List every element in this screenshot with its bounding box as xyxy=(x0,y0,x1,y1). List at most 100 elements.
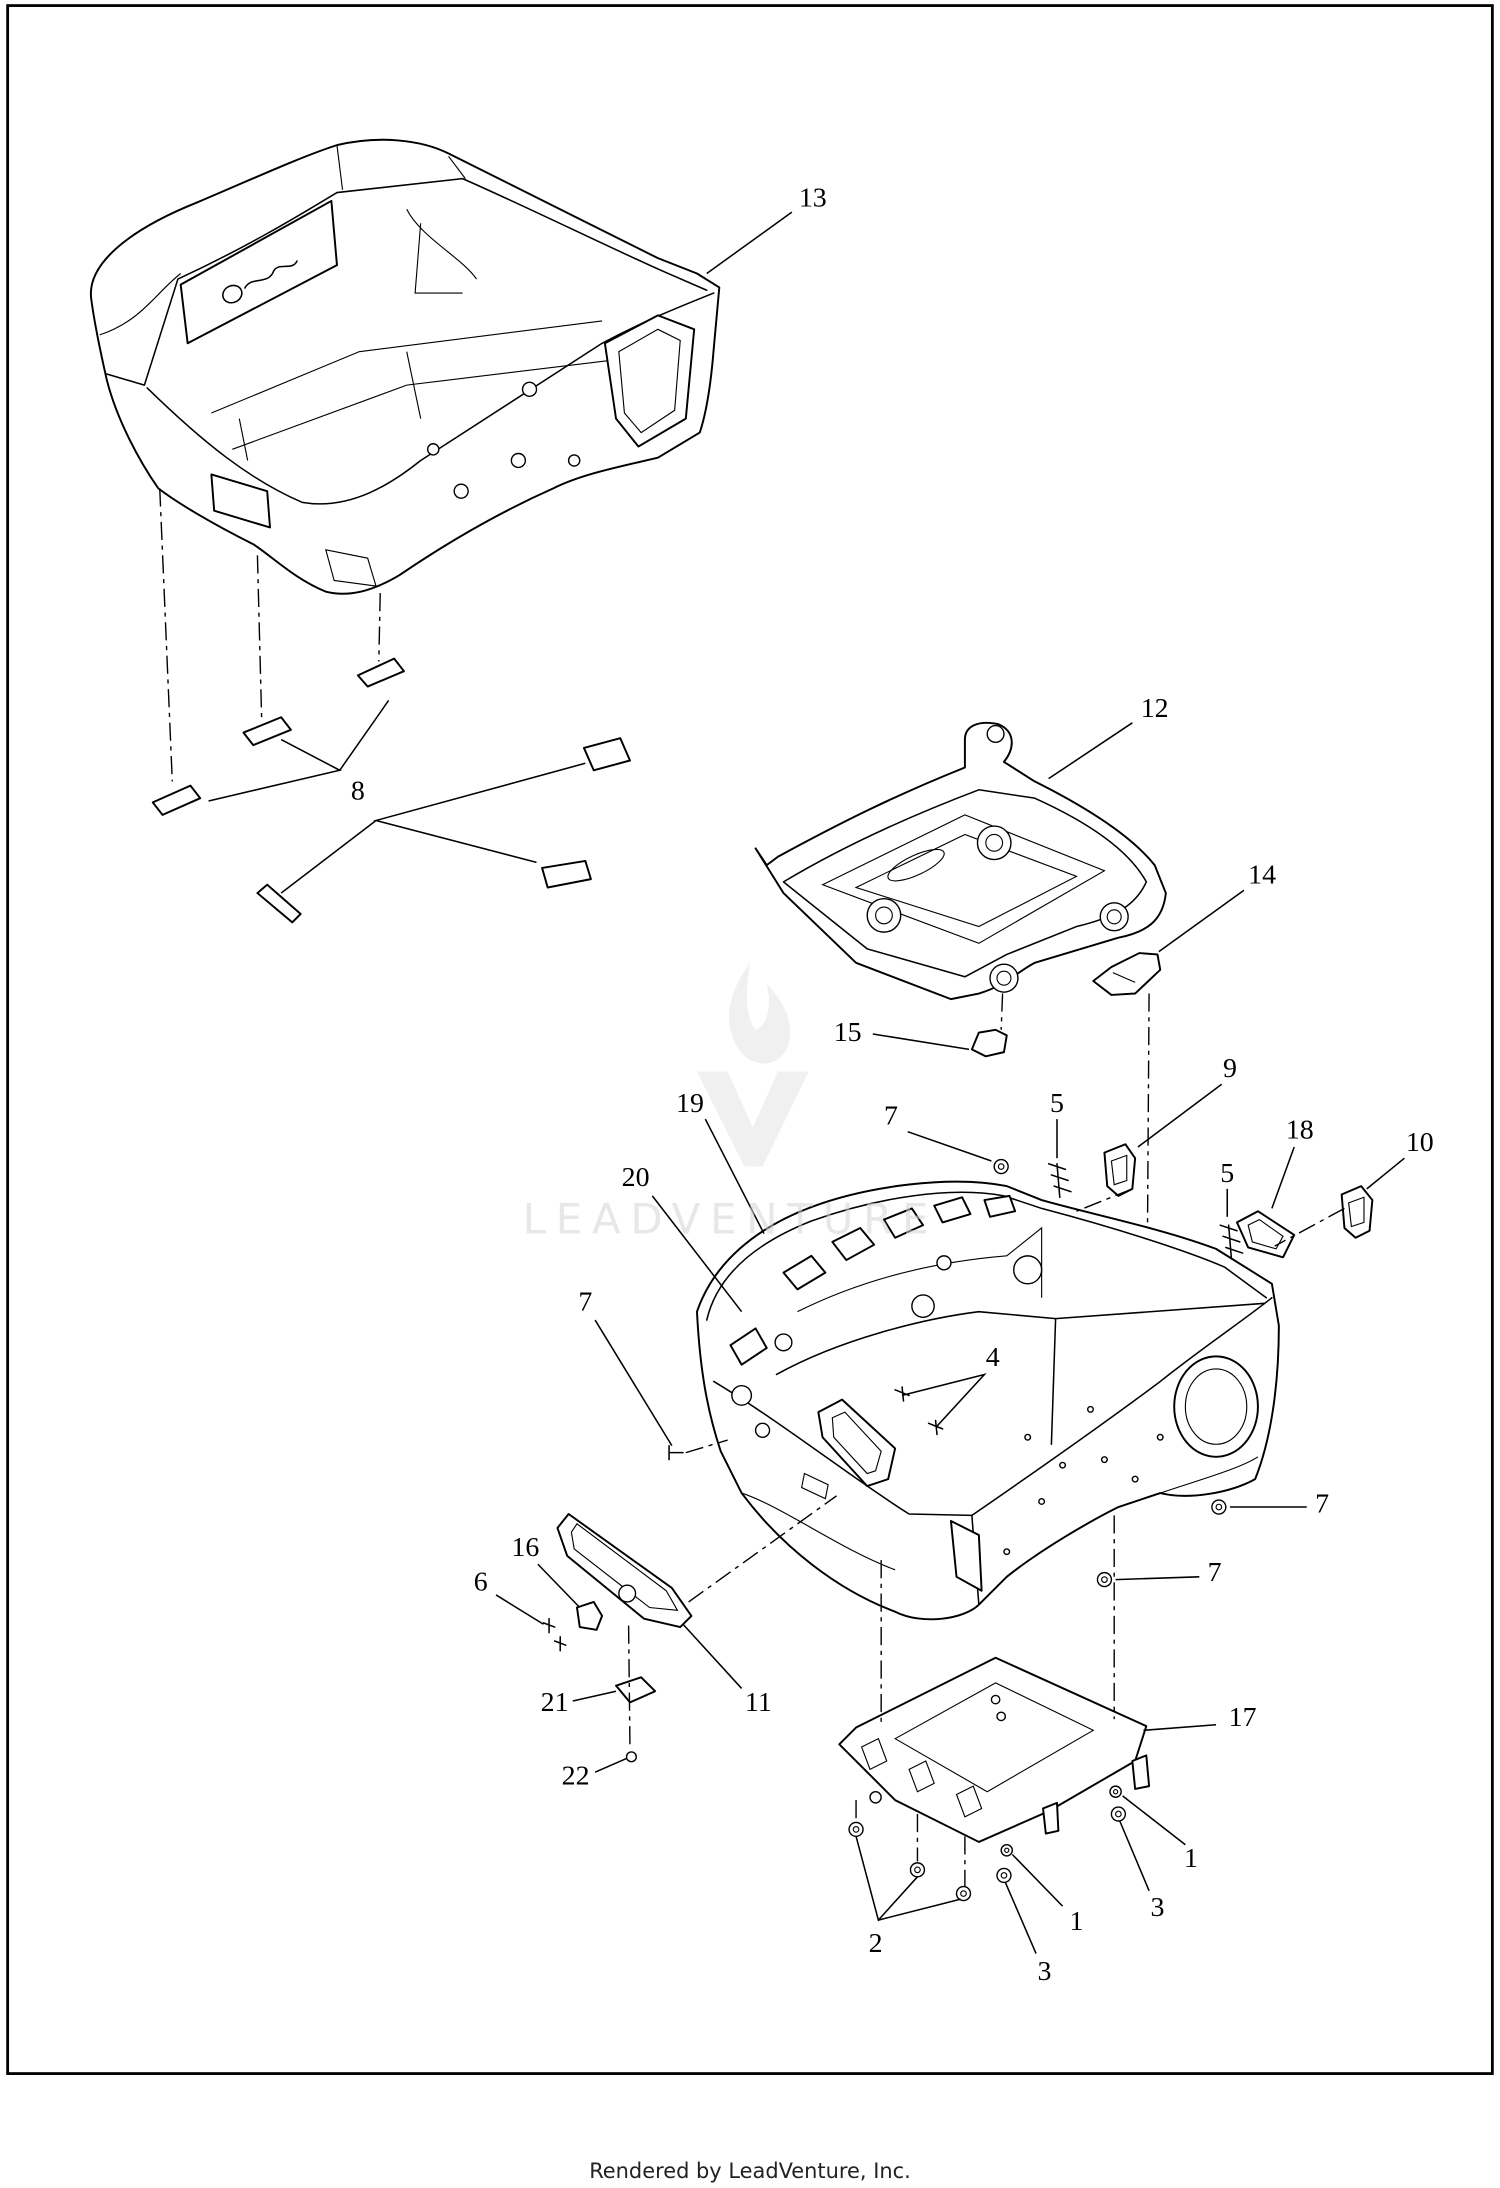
part-15-drawing xyxy=(970,1028,1008,1058)
part-13-hole xyxy=(453,483,469,499)
part-8-decal xyxy=(541,859,592,889)
leader-line-3 xyxy=(1119,1820,1150,1892)
part-9-drawing xyxy=(1103,1143,1137,1197)
leader-line-7 xyxy=(594,1319,673,1447)
part-4-plate-inner xyxy=(831,1411,882,1475)
part-4-plate xyxy=(817,1398,897,1488)
leader-line-3 xyxy=(1004,1882,1037,1954)
alignment-line xyxy=(159,488,173,782)
callout-17: 17 xyxy=(1229,1702,1257,1733)
leader-line-4 xyxy=(901,1373,987,1427)
part-7-nut xyxy=(1211,1499,1227,1515)
part-8-decal xyxy=(582,737,631,772)
part-3-nut xyxy=(996,1867,1012,1884)
callout-7: 7 xyxy=(578,1286,592,1317)
part-8-decal xyxy=(256,883,302,924)
callout-11: 11 xyxy=(745,1687,772,1718)
leader-line-15 xyxy=(872,1033,970,1051)
part-21-drawing xyxy=(615,1676,657,1704)
alignment-line xyxy=(685,1439,728,1454)
callout-16: 16 xyxy=(511,1532,539,1563)
case-back-wall-panel xyxy=(797,1226,1043,1313)
part-8-decals xyxy=(151,657,631,924)
callout-1: 1 xyxy=(1070,1906,1084,1937)
leader-line-21 xyxy=(572,1690,617,1702)
part-16-drawing xyxy=(575,1600,604,1631)
callout-7: 7 xyxy=(1208,1557,1222,1588)
render-credit-footer: Rendered by LeadVenture, Inc. xyxy=(589,2159,911,2183)
alignment-line xyxy=(378,593,381,662)
part-12-pad-center xyxy=(985,833,1004,852)
leader-line-6 xyxy=(495,1594,544,1625)
alignment-line xyxy=(1076,1188,1133,1212)
part-13-side-window xyxy=(603,314,696,448)
part-22-drawing xyxy=(625,1751,637,1763)
part-17-drawing xyxy=(838,1656,1151,1843)
part-13-back-panel xyxy=(179,199,338,345)
part-1-washer xyxy=(1000,1844,1014,1857)
part-12-slot xyxy=(887,848,945,882)
leader-line-7 xyxy=(1115,1576,1200,1581)
part-10-drawing xyxy=(1340,1185,1374,1239)
case-hole xyxy=(911,1294,935,1318)
part-5-drawing-left xyxy=(1047,1163,1072,1199)
case-front-slot xyxy=(800,1472,829,1500)
case-lower-contour xyxy=(741,1456,1259,1571)
case-side-holes xyxy=(1003,1405,1164,1556)
case-side-wall-top xyxy=(971,1296,1273,1517)
part-8-decal xyxy=(242,716,292,747)
callout-labels: 13 12 8 14 15 9 7 5 19 18 10 20 5 7 4 7 … xyxy=(351,183,1434,1988)
leader-line-18 xyxy=(1271,1146,1295,1209)
case-side-vent-inner xyxy=(1184,1368,1248,1445)
part-12-outline xyxy=(754,721,1167,1001)
case-back-ribs xyxy=(729,1194,1017,1366)
part-18-drawing xyxy=(1236,1210,1296,1259)
part-4-screws xyxy=(894,1386,944,1436)
part-13-logo-emblem xyxy=(222,260,298,304)
part-4-drawing xyxy=(817,1386,944,1488)
leader-line-22 xyxy=(594,1757,628,1773)
callout-7: 7 xyxy=(1315,1489,1329,1520)
part-13-floor-lines xyxy=(211,320,614,461)
part-12-pad xyxy=(976,825,1012,861)
leader-line-17 xyxy=(1143,1723,1217,1732)
part-12-pad-center xyxy=(875,906,893,925)
part-12-pad-center xyxy=(996,970,1012,986)
case-side-vent xyxy=(1173,1355,1259,1458)
leader-line-2 xyxy=(878,1898,961,1921)
leader-line-8 xyxy=(280,819,377,894)
leader-line-9 xyxy=(1137,1083,1223,1148)
part-13-drawing xyxy=(89,138,721,595)
leader-line-16 xyxy=(537,1563,581,1609)
part-13-rear-wall xyxy=(406,209,477,294)
callout-1: 1 xyxy=(1184,1843,1198,1874)
part-2-nut xyxy=(869,1791,882,1804)
case-rim-inner xyxy=(705,1191,1268,1321)
callout-7: 7 xyxy=(884,1101,898,1132)
leader-line-12 xyxy=(1048,722,1133,780)
part-2-nut xyxy=(909,1862,926,1878)
leader-line-13 xyxy=(706,211,793,275)
callout-20: 20 xyxy=(622,1162,650,1193)
part-5-drawing-right xyxy=(1219,1224,1244,1260)
callout-3: 3 xyxy=(1150,1892,1164,1923)
watermark-text: LEADVENTURE xyxy=(523,1195,939,1244)
part-13-inner-rim xyxy=(105,177,708,386)
part-12-pad-center xyxy=(1106,909,1122,925)
case-hole xyxy=(1013,1255,1043,1285)
leader-line-10 xyxy=(1366,1157,1405,1190)
part-7-pin xyxy=(668,1444,684,1461)
callout-9: 9 xyxy=(1223,1053,1237,1084)
part-1-washer xyxy=(1109,1785,1122,1798)
part-7-nut xyxy=(1096,1571,1113,1588)
leader-lines xyxy=(208,211,1405,1954)
alignment-line xyxy=(627,1625,631,1750)
part-13-side-window-inner xyxy=(618,328,681,434)
alignment-line xyxy=(688,1495,837,1603)
part-13-front-lip xyxy=(210,473,271,529)
callout-21: 21 xyxy=(541,1687,569,1718)
callout-6: 6 xyxy=(474,1567,488,1598)
callout-5: 5 xyxy=(1220,1158,1234,1189)
case-hole xyxy=(754,1422,771,1438)
part-12-boss xyxy=(986,724,1005,744)
